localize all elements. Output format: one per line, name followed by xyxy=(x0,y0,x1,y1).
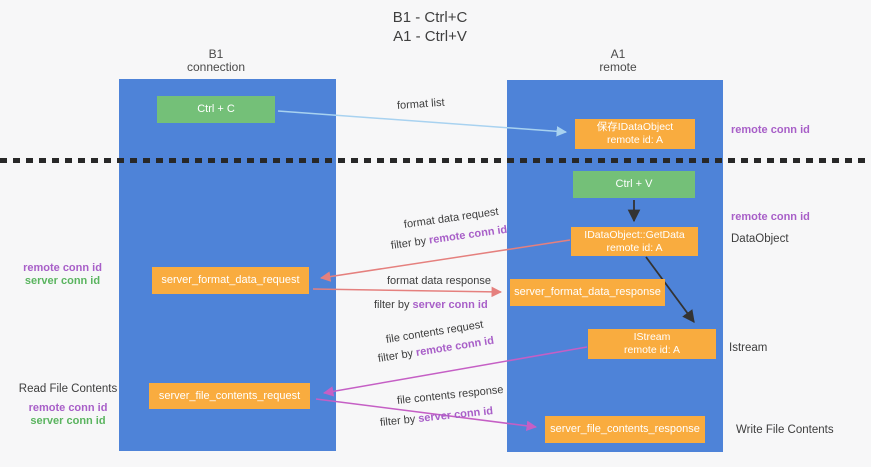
annotation-write-file-contents: Write File Contents xyxy=(736,424,834,436)
server-format-data-response-box: server_format_data_response xyxy=(510,279,665,306)
lane-a1-name: A1 xyxy=(610,47,626,61)
save-idataobject-box: 保存IDataObject remote id: A xyxy=(575,119,695,149)
filter-by-text: filter by xyxy=(374,299,410,311)
remote-conn-id-text: remote conn id xyxy=(428,223,509,247)
ctrl-c-label: Ctrl + C xyxy=(197,103,235,115)
ctrl-v-label: Ctrl + V xyxy=(615,178,653,190)
annotation-read-file-contents: Read File Contents xyxy=(18,383,118,395)
getdata-line1: IDataObject::GetData xyxy=(584,228,685,241)
annotation-dataobject: DataObject xyxy=(731,233,789,245)
save-idataobject-line1: 保存IDataObject xyxy=(596,121,674,133)
istream-line1: IStream xyxy=(633,331,671,343)
server-file-contents-request-box: server_file_contents_request xyxy=(149,383,310,409)
server-file-contents-response-label: server_file_contents_response xyxy=(550,423,700,435)
server-format-data-response-label: server_format_data_response xyxy=(514,286,661,298)
annotation-left-bottom-server-conn-id: server conn id xyxy=(30,415,106,427)
save-idataobject-line2: remote id: A xyxy=(606,134,664,146)
annotation-left-server-conn-id: server conn id xyxy=(24,275,101,287)
annotation-left-bottom-group: Read File Contents remote conn id server… xyxy=(8,383,128,428)
filter-by-text: filter by xyxy=(390,235,427,252)
server-format-data-request-label: server_format_data_request xyxy=(161,274,300,286)
annotation-istream: Istream xyxy=(729,342,768,354)
lane-header-b1: B1 connection xyxy=(146,48,286,74)
server-conn-id-text: server conn id xyxy=(412,299,488,311)
idataobject-getdata-box: IDataObject::GetData remote id: A xyxy=(571,227,698,256)
server-file-contents-response-box: server_file_contents_response xyxy=(545,416,705,443)
istream-box: IStream remote id: A xyxy=(588,329,716,359)
title-line-2: A1 - Ctrl+V xyxy=(393,28,467,45)
file-contents-response-label: file contents response xyxy=(396,383,505,407)
annotation-left-bottom-remote-conn-id: remote conn id xyxy=(28,402,108,414)
title-line-1: B1 - Ctrl+C xyxy=(392,9,468,26)
arrow-format-data-response xyxy=(312,286,503,298)
lane-b1-subtitle: connection xyxy=(186,60,246,74)
ctrl-c-box: Ctrl + C xyxy=(157,96,275,123)
server-file-contents-request-label: server_file_contents_request xyxy=(158,389,301,402)
filter-by-text: filter by xyxy=(379,413,416,429)
server-format-data-request-box: server_format_data_request xyxy=(152,267,309,294)
annotation-remote-conn-id-top: remote conn id xyxy=(731,124,810,136)
istream-line2: remote id: A xyxy=(623,344,681,356)
format-data-response-label: format data response xyxy=(387,275,491,287)
annotation-left-remote-conn-id: remote conn id xyxy=(23,262,102,274)
server-conn-id-text: server conn id xyxy=(417,405,494,425)
format-list-label: format list xyxy=(396,96,445,112)
annotation-left-mid-group: remote conn id server conn id xyxy=(10,262,115,288)
filter-by-text: filter by xyxy=(377,347,414,365)
lane-header-a1: A1 remote xyxy=(548,48,688,74)
diagram-title: B1 - Ctrl+C A1 - Ctrl+V xyxy=(330,8,530,46)
lane-a1-subtitle: remote xyxy=(599,60,637,74)
ctrl-v-box: Ctrl + V xyxy=(573,171,695,198)
session-divider-dashed-line xyxy=(0,158,871,163)
getdata-line2: remote id: A xyxy=(606,241,663,254)
lane-b1-name: B1 xyxy=(208,47,224,61)
annotation-remote-conn-id-mid: remote conn id xyxy=(731,211,810,223)
